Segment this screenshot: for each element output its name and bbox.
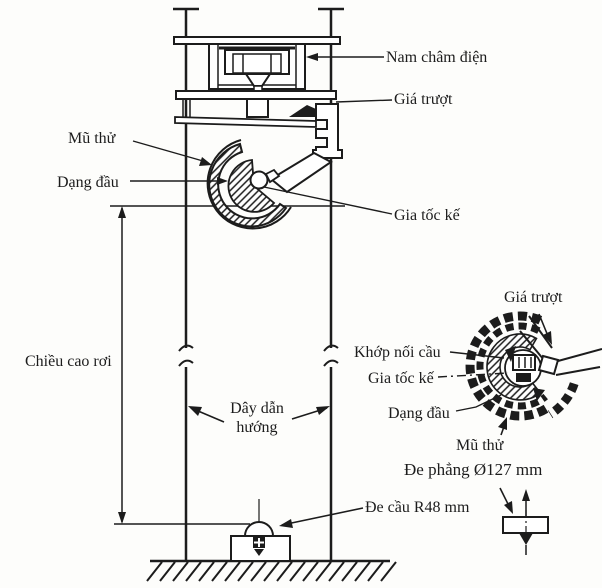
leader-slide-carrier-detail-arrow-icon	[543, 331, 552, 345]
ball-joint-main	[264, 168, 281, 184]
detail-ball-joint-wedge	[505, 346, 516, 362]
detail-arm-upper-edge1	[528, 315, 553, 349]
wire-break-right-icon	[323, 344, 339, 367]
accelerometer-main-label: Gia tốc kế	[394, 207, 461, 224]
headform-detail-label: Dạng đầu	[388, 405, 450, 422]
detail-arm-connector	[537, 354, 560, 376]
leader-ball-joint	[449, 351, 505, 359]
carriage-arm	[269, 151, 333, 194]
detail-shell-segment	[547, 382, 579, 419]
detail-helmet-liner	[476, 322, 548, 410]
spherical-anvil-dome	[243, 521, 275, 537]
carriage-cap	[289, 105, 316, 117]
dimension-arrow-down-icon	[118, 512, 126, 524]
accelerometer-main-dot	[249, 170, 269, 190]
detail-arm-upper-edge2	[519, 330, 545, 361]
flat-anvil-label: Đe phẳng Ø127 mm	[404, 460, 542, 479]
leader-accelerometer-main	[263, 186, 393, 215]
carrier-plate	[174, 116, 317, 128]
leader-electromagnet-arrow-icon	[306, 53, 318, 61]
leader-spherical-anvil	[281, 507, 364, 526]
ball-joint-label: Khớp nối cầu	[354, 344, 441, 361]
slide-carriage-beam	[312, 103, 343, 159]
plate-stem	[246, 98, 269, 118]
headform-main	[227, 159, 276, 213]
drop-height-label: Chiều cao rơi	[25, 353, 112, 370]
accelerometer-detail-label: Gia tốc kế	[368, 370, 435, 387]
leader-test-helmet-main	[132, 140, 204, 162]
test-helmet-main-label: Mũ thử	[68, 130, 117, 147]
anvil-bolt-tip-icon	[254, 549, 264, 556]
detail-accel-base	[516, 373, 531, 382]
spherical-anvil-label: Đe cầu R48 mm	[365, 499, 470, 516]
ground-hatching	[146, 561, 397, 582]
detail-arm-right-edge2	[555, 366, 601, 376]
detail-arm-right-edge1	[557, 348, 602, 362]
drop-height-dimension	[110, 205, 345, 525]
slide-carrier-main-label: Giá trượt	[394, 91, 453, 108]
guide-wires	[173, 7, 344, 561]
callouts: Nam châm điện Giá trượt Mũ thử Dạng đầu …	[25, 49, 563, 528]
wire-break-left-icon	[178, 344, 194, 367]
leader-slide-carrier-main	[335, 99, 393, 103]
detail-carriage-arm	[519, 315, 602, 376]
leader-headform-detail	[455, 394, 502, 412]
flat-anvil-tip	[519, 533, 533, 545]
leader-test-helmet-main-arrow-icon	[199, 157, 212, 166]
detail-helmet-shell-outer	[465, 311, 553, 421]
leader-guide-wire-right-arrow-icon	[316, 406, 330, 415]
leader-guide-wire-left-arrow-icon	[188, 406, 202, 416]
leader-test-helmet-detail-arrow-icon	[498, 417, 507, 430]
leader-accelerometer-detail	[437, 372, 509, 378]
guide-wire-label-line2: hướng	[236, 419, 277, 436]
top-plate	[173, 36, 341, 45]
detail-mount-wedge	[533, 388, 545, 401]
detail-view	[465, 311, 602, 421]
test-helmet-detail-label: Mũ thử	[456, 437, 505, 454]
flat-anvil-drawing	[502, 489, 549, 555]
leader-headform-main-arrow-icon	[217, 177, 228, 185]
slide-carrier-detail-label: Giá trượt	[504, 289, 563, 306]
base-spherical-anvil	[230, 499, 291, 562]
flat-anvil-up-arrow-icon	[522, 489, 530, 501]
helmet-outer-rim	[206, 139, 292, 230]
leader-spherical-anvil-arrow-icon	[279, 519, 293, 528]
dimension-arrow-up-icon	[118, 206, 126, 218]
middle-plate	[175, 90, 337, 100]
leader-flat-anvil-arrow-icon	[504, 501, 513, 514]
ground	[146, 559, 397, 582]
electromagnet-assembly	[208, 43, 306, 93]
helmet-assembly-main	[206, 139, 333, 230]
headform-main-label: Dạng đầu	[57, 174, 119, 191]
guide-wire-label-line1: Dây dẫn	[230, 400, 284, 417]
electromagnet-label: Nam châm điện	[386, 49, 487, 66]
top-assembly	[173, 36, 343, 159]
